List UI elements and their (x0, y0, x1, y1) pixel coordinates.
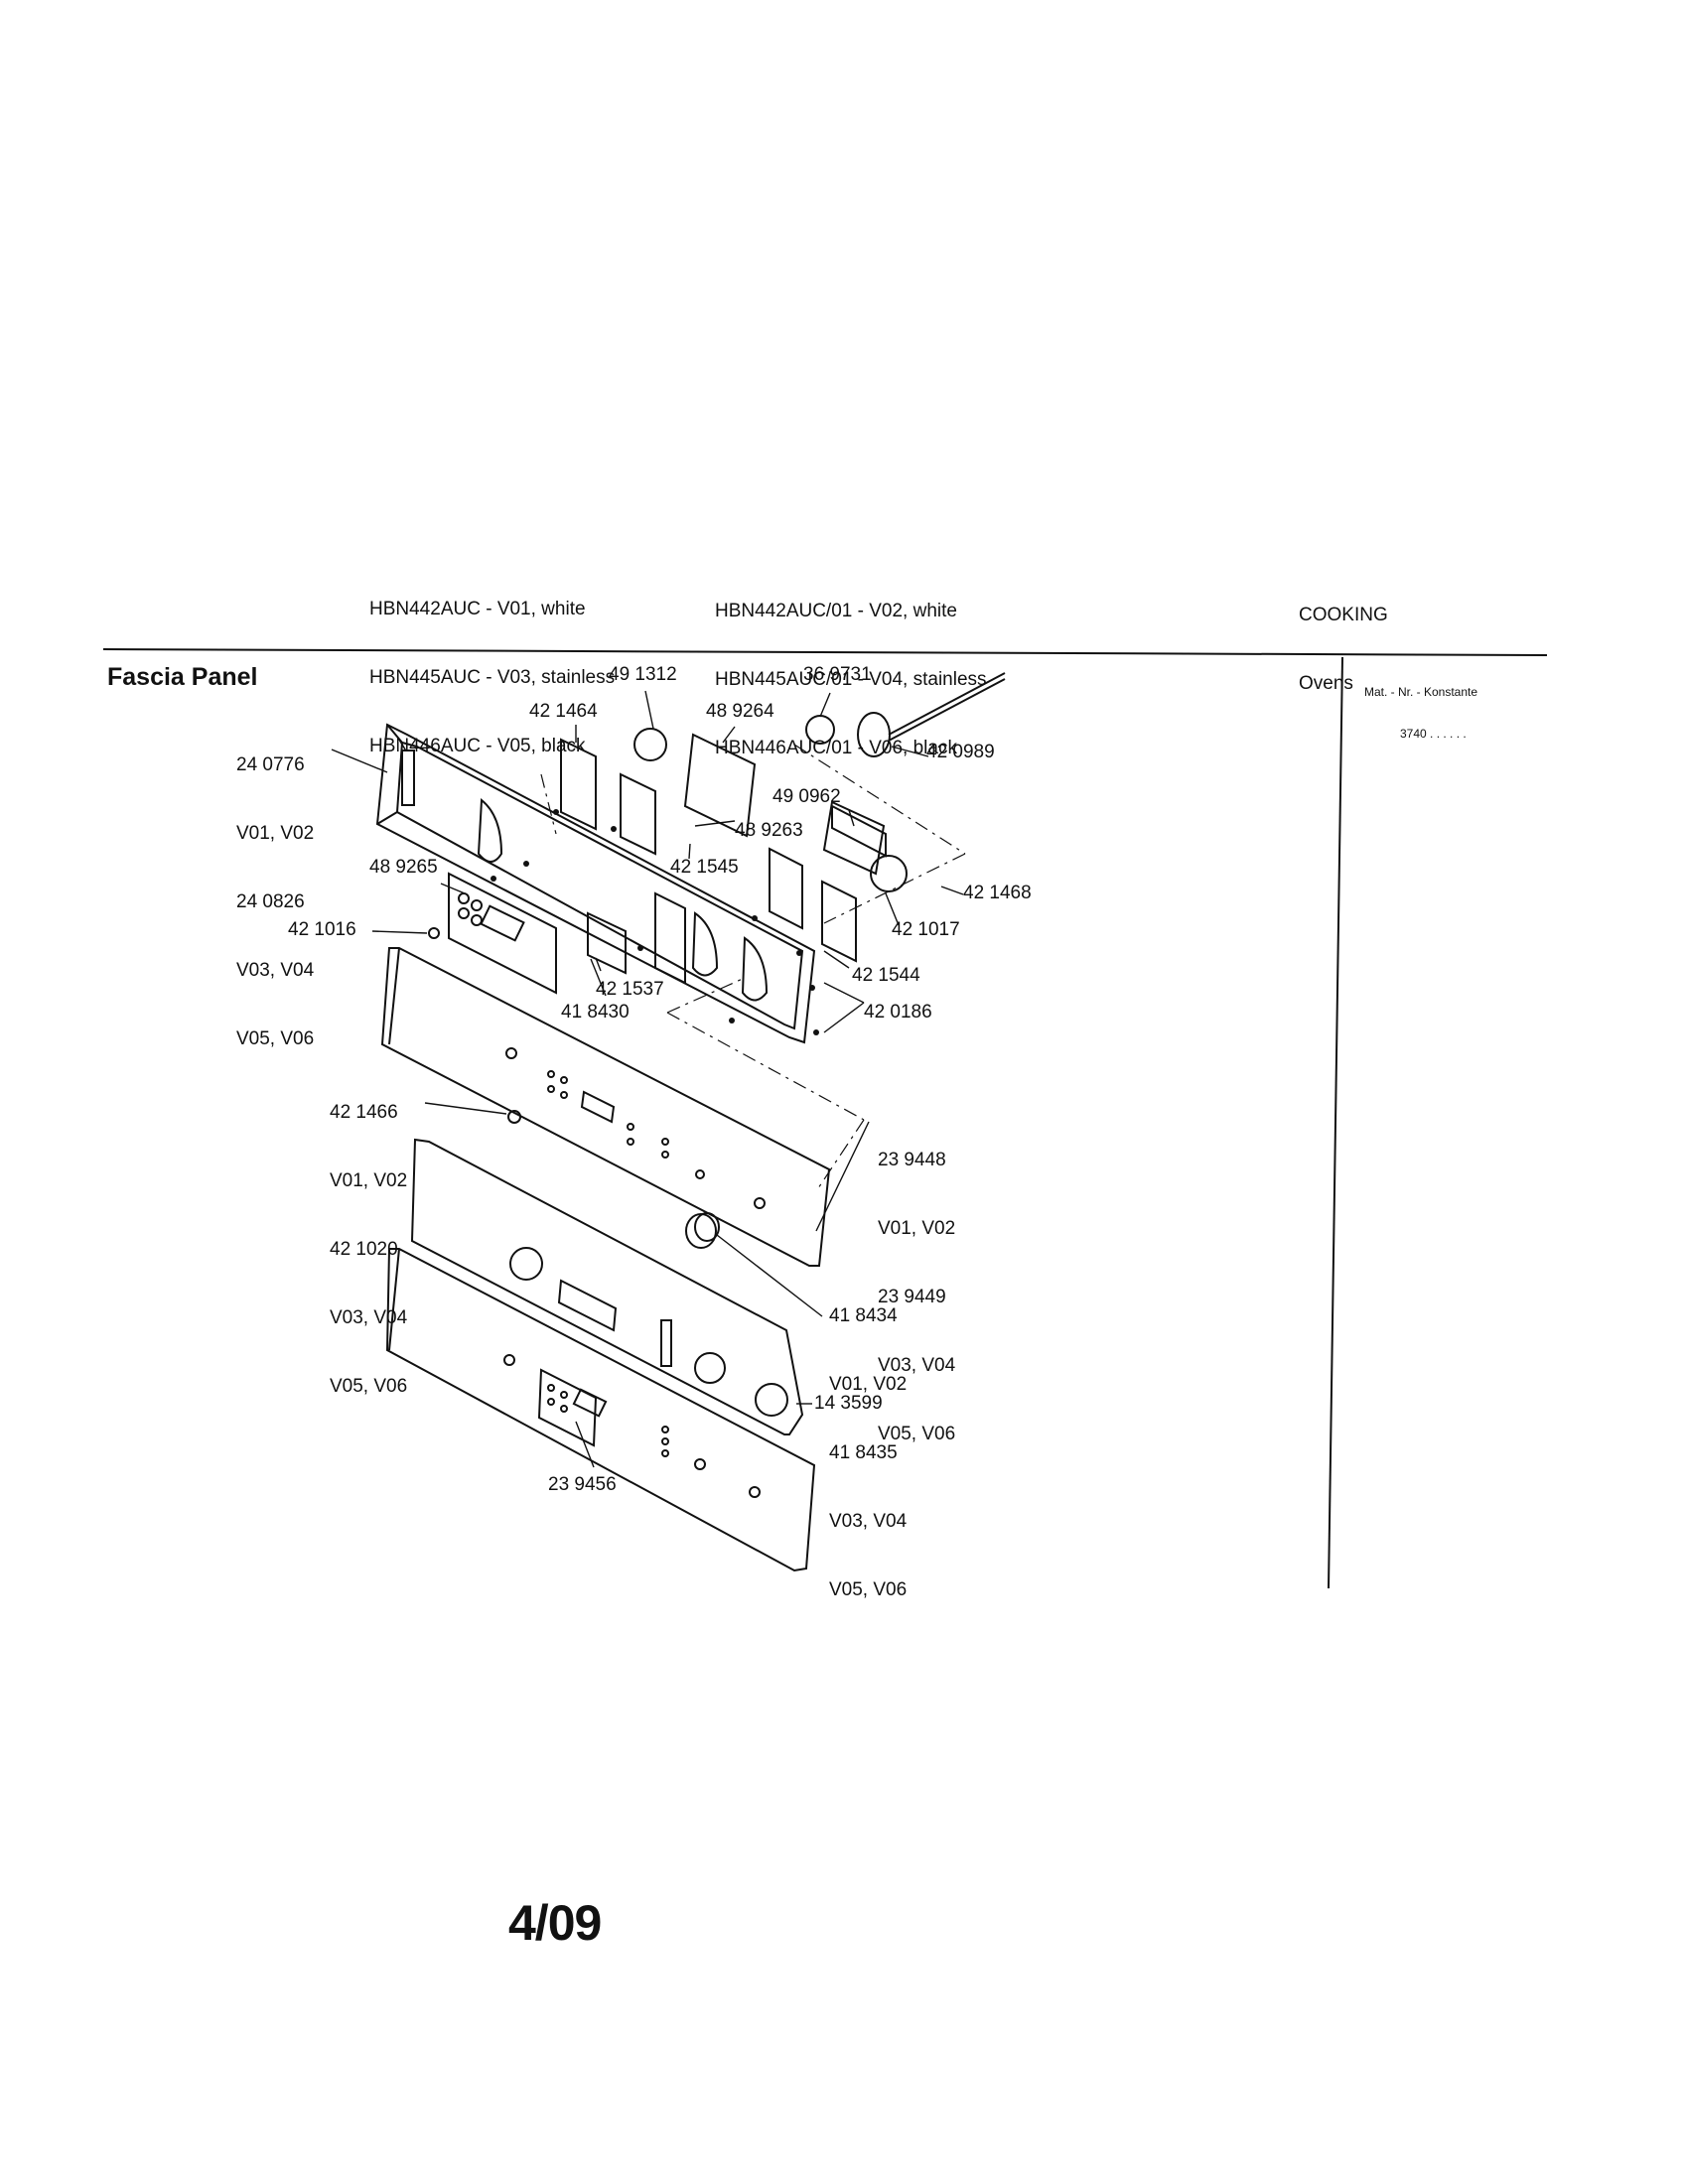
label-36-9731: 36 9731 (803, 664, 872, 685)
part-label: V01, V02 (878, 1218, 956, 1239)
part-label: 41 8434 (829, 1305, 898, 1326)
part-label: V05, V06 (829, 1579, 908, 1600)
side-note-line: 3740 . . . . . . (1400, 727, 1467, 741)
part-label: V05, V06 (878, 1424, 956, 1444)
front-panel-upper (380, 947, 831, 1267)
part-label: 23 9449 (878, 1287, 946, 1307)
label-14-3599: 14 3599 (814, 1393, 883, 1414)
side-note-line: Mat. - Nr. - Konstante (1364, 685, 1478, 699)
label-42-1017: 42 1017 (892, 919, 960, 940)
label-42-1464: 42 1464 (529, 701, 598, 722)
leader-lines (331, 690, 964, 1468)
category: COOKING (1299, 605, 1388, 625)
label-42-1466-group: 42 1466 V01, V02 42 1020 V03, V04 V05, V… (330, 1055, 407, 1421)
part-label: 24 0776 (236, 754, 305, 775)
label-42-0989: 42 0989 (926, 742, 995, 762)
model-line: HBN445AUC - V03, stainless (369, 667, 616, 688)
label-42-1537: 42 1537 (596, 979, 664, 1000)
part-label: V01, V02 (236, 823, 315, 844)
model-line: HBN445AUC/01 - V04, stainless (715, 669, 987, 690)
part-label: V01, V02 (829, 1374, 908, 1395)
fascia-frame (375, 723, 816, 1044)
label-48-9264: 48 9264 (706, 701, 774, 722)
part-label: 42 1466 (330, 1102, 398, 1123)
label-41-8434-group: 41 8434 V01, V02 41 8435 V03, V04 V05, V… (829, 1259, 907, 1624)
label-49-1312: 49 1312 (609, 664, 677, 685)
subcategory: Ovens (1299, 673, 1353, 694)
label-48-9265: 48 9265 (369, 857, 438, 878)
label-23-9448-group: 23 9448 V01, V02 23 9449 V03, V04 V05, V… (878, 1103, 955, 1468)
side-note: Mat. - Nr. - Konstante 3740 . . . . . . (1364, 657, 1477, 754)
part-label: V03, V04 (236, 960, 315, 981)
label-42-1545: 42 1545 (670, 857, 739, 878)
part-label: V03, V04 (829, 1511, 908, 1532)
label-42-0186: 42 0186 (864, 1002, 932, 1023)
label-49-0962: 49 0962 (772, 786, 841, 807)
model-line: HBN442AUC - V01, white (369, 599, 586, 619)
part-label: 24 0826 (236, 891, 305, 912)
side-rule (1328, 656, 1343, 1589)
assembly-lines (540, 744, 966, 1192)
boards (633, 672, 1006, 892)
part-label: V03, V04 (878, 1355, 956, 1376)
label-42-1468: 42 1468 (963, 883, 1032, 903)
header-rule (102, 648, 1548, 656)
model-list-left: HBN442AUC - V01, white HBN445AUC - V03, … (369, 552, 615, 780)
front-panel-lower (385, 1248, 816, 1572)
part-label: V05, V06 (236, 1028, 315, 1049)
part-label: 41 8435 (829, 1442, 898, 1463)
label-23-9456: 23 9456 (548, 1474, 617, 1495)
section-title: Fascia Panel (107, 663, 258, 691)
knob (685, 1212, 720, 1249)
part-label: 23 9448 (878, 1150, 946, 1170)
electronic-module (428, 872, 627, 995)
brackets (560, 738, 857, 985)
part-label: 42 1020 (330, 1239, 398, 1260)
label-48-9263: 48 9263 (735, 820, 803, 841)
screws (491, 809, 819, 1035)
part-label: V01, V02 (330, 1170, 408, 1191)
label-42-1544: 42 1544 (852, 965, 920, 986)
model-line: HBN446AUC - V05, black (369, 736, 586, 756)
model-list-right: HBN442AUC/01 - V02, white HBN445AUC/01 -… (715, 554, 987, 782)
label-41-8430: 41 8430 (561, 1002, 630, 1023)
part-label: V03, V04 (330, 1307, 408, 1328)
model-line: HBN442AUC/01 - V02, white (715, 601, 957, 621)
label-24-0776-group: 24 0776 V01, V02 24 0826 V03, V04 V05, V… (236, 708, 314, 1073)
front-panel-middle (410, 1138, 804, 1435)
part-label: V05, V06 (330, 1376, 408, 1397)
label-42-1016: 42 1016 (288, 919, 356, 940)
page-number: 4/09 (508, 1895, 602, 1951)
category-block: COOKING Ovens (1299, 558, 1388, 718)
